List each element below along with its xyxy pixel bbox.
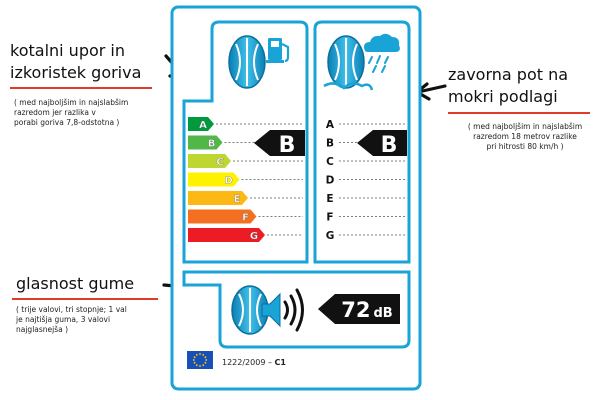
wet-grip-annotation-title-line-1: zavorna pot na [448, 65, 569, 84]
fuel-rating-indicator: B [254, 130, 305, 158]
noise-value: 72 [341, 298, 370, 322]
wet-grip-rating-indicator: B [357, 130, 407, 158]
noise-value-text: 72 dB [341, 298, 392, 322]
fuel-class-letter-g: G [250, 231, 258, 242]
sound-waves-icon [283, 288, 304, 332]
fuel-class-bar-f [188, 209, 257, 224]
noise-annotation-note-line-2: je najtišja guma, 3 valovi [16, 315, 111, 324]
fuel-class-bar-e [188, 191, 248, 205]
fuel-annotation-title-line-1: kotalni upor in [10, 41, 126, 60]
wet-grip-annotation-note-line-1: ( med najboljšim in najslabšim [467, 122, 583, 131]
regulation-text: 1222/2009 – C1 [222, 358, 286, 367]
fuel-annotation-underline [10, 87, 152, 89]
fuel-annotation-note-line-3: porabi goriva 7,8-odstotna ) [14, 118, 120, 127]
regulation-class: C1 [275, 358, 287, 367]
regulation-number: 1222/2009 – [222, 358, 275, 367]
fuel-class-letter-a: A [199, 120, 207, 131]
wet-grip-annotation-title-line-2: mokri podlagi [448, 87, 558, 106]
wet-grip-class-letter-e: E [326, 193, 333, 205]
fuel-annotation-note-line-2: razredom jer razlika v [14, 108, 96, 117]
wet-grip-class-letter-g: G [326, 230, 335, 242]
wet-grip-rating-letter: B [381, 133, 398, 158]
wet-grip-class-letter-c: C [326, 156, 334, 168]
fuel-class-letter-e: E [234, 194, 241, 205]
rain-cloud-icon [364, 33, 400, 73]
noise-annotation-title-line-1: glasnost gume [16, 274, 135, 293]
wet-grip-panel [313, 20, 411, 264]
fuel-panel [182, 20, 309, 264]
fuel-class-letter-b: B [208, 139, 216, 150]
speaker-icon [261, 292, 281, 328]
noise-panel [182, 270, 411, 349]
fuel-pump-icon [266, 38, 290, 63]
wet-grip-class-letter-a: A [326, 119, 335, 131]
fuel-class-letter-d: D [224, 176, 232, 187]
fuel-rating-letter: B [279, 133, 296, 158]
noise-unit: dB [374, 306, 393, 321]
fuel-class-bar-c [188, 154, 231, 168]
wet-grip-class-letter-f: F [326, 212, 333, 224]
fuel-class-letter-f: F [242, 213, 249, 224]
wet-grip-annotation-note-line-2: razredom 18 metrov razlike [473, 132, 577, 141]
fuel-annotation-title-line-2: izkoristek goriva [10, 63, 142, 82]
noise-annotation-underline [12, 298, 158, 300]
wet-grip-class-letter-d: D [326, 175, 335, 187]
tyre-wet-icon [323, 35, 374, 91]
wet-grip-class-letter-b: B [326, 138, 334, 150]
eu-flag-icon [187, 351, 213, 369]
fuel-class-letter-c: C [216, 157, 223, 168]
noise-value-indicator: 72 dB [318, 294, 400, 324]
noise-annotation: glasnost gume ( trije valovi, tri stopnj… [12, 273, 166, 334]
fuel-class-bar-b [188, 135, 223, 150]
noise-annotation-note-line-3: najglasnejša ) [16, 325, 69, 334]
fuel-annotation-note-line-1: ( med najboljšim in najslabšim [14, 98, 129, 107]
fuel-class-bar-a [188, 117, 214, 131]
tyre-fuel-icon [228, 35, 266, 89]
wet-grip-annotation-note-line-3: pri hitrosti 80 km/h ) [486, 142, 564, 151]
wet-grip-annotation: zavorna pot na mokri podlagi ( med najbo… [448, 64, 598, 151]
wet-grip-annotation-underline [448, 112, 590, 114]
fuel-class-bar-g [188, 228, 265, 242]
tyre-noise-icon [231, 285, 269, 335]
noise-annotation-note-line-1: ( trije valovi, tri stopnje; 1 val [16, 305, 127, 314]
fuel-class-bar-d [188, 172, 240, 187]
fuel-annotation: kotalni upor in izkoristek goriva ( med … [10, 40, 160, 127]
